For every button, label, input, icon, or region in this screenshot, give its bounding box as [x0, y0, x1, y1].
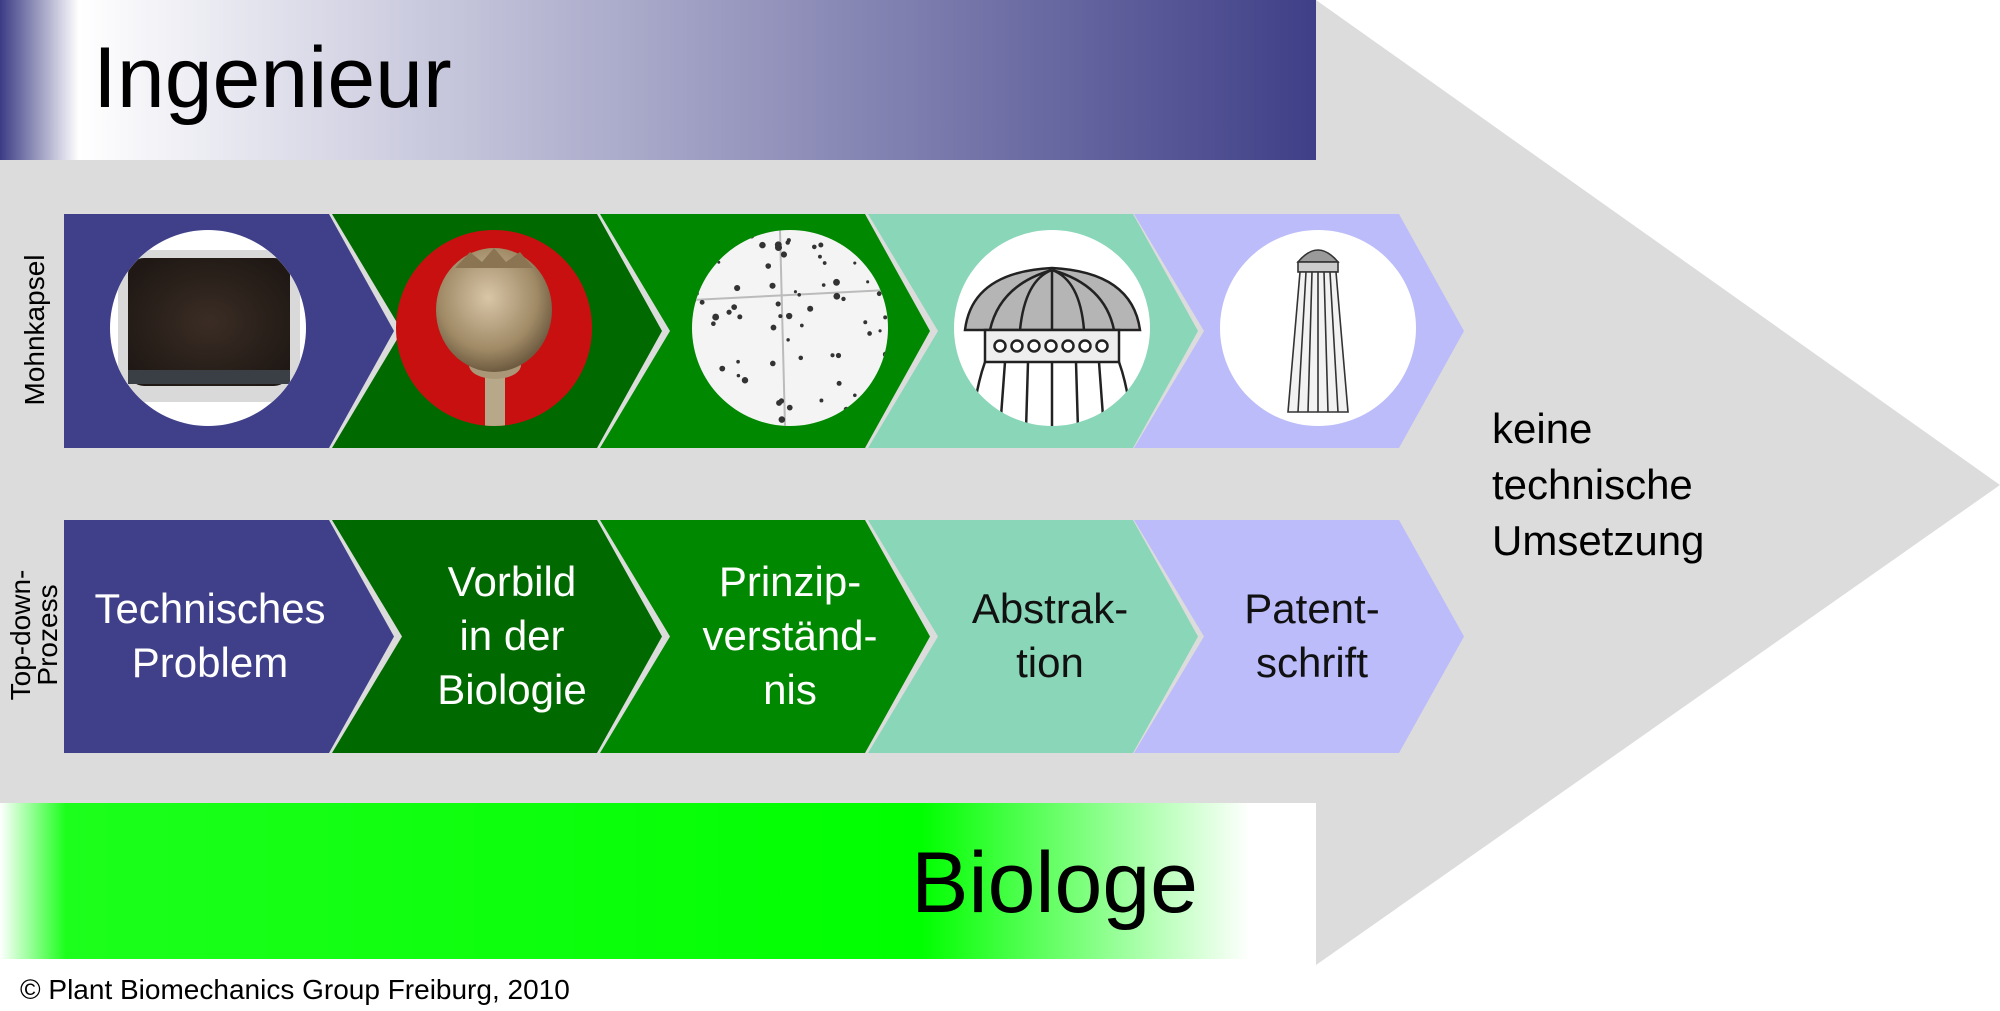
step-1-label-line: Technisches: [94, 585, 325, 632]
biologist-label: Biologe: [911, 835, 1198, 931]
step-2-label-line: Biologie: [437, 666, 586, 713]
step-5-label-line: Patent-: [1244, 585, 1379, 632]
text-chevron-1: [64, 520, 394, 753]
step-4-label-line: tion: [1016, 639, 1084, 686]
step-4-image: [954, 230, 1150, 426]
step-3-image: [692, 230, 888, 426]
step-2-image: [396, 230, 592, 426]
step-3-label-line: Prinzip-: [719, 558, 861, 605]
result-text-line: technische: [1492, 461, 1693, 508]
step-3-label-line: verständ-: [702, 612, 877, 659]
text-chevron-4: [868, 520, 1198, 753]
row-label-top-down-line1: Top-down-: [5, 570, 36, 701]
text-chevron-5: [1134, 520, 1464, 753]
text-chevron-2: [332, 520, 662, 753]
step-3-label-line: nis: [763, 666, 817, 713]
step-5-label-line: schrift: [1256, 639, 1368, 686]
step-2-label-line: Vorbild: [448, 558, 576, 605]
step-1-image: [110, 230, 306, 426]
text-chevron-row: [64, 520, 1464, 753]
row-label-top-down-line2: Prozess: [32, 584, 63, 685]
step-5-image: [1220, 230, 1416, 426]
step-1-label-line: Problem: [132, 639, 288, 686]
engineer-band: [0, 0, 1316, 160]
copyright-notice: © Plant Biomechanics Group Freiburg, 201…: [20, 974, 570, 1005]
biologist-band: [0, 803, 1316, 959]
text-chevron-3: [600, 520, 930, 753]
step-2-label-line: in der: [459, 612, 564, 659]
row-label-mohnkapsel: Mohnkapsel: [19, 255, 50, 406]
engineer-label: Ingenieur: [93, 30, 452, 126]
step-4-label-line: Abstrak-: [972, 585, 1128, 632]
result-text-line: Umsetzung: [1492, 517, 1704, 564]
result-text-line: keine: [1492, 405, 1592, 452]
